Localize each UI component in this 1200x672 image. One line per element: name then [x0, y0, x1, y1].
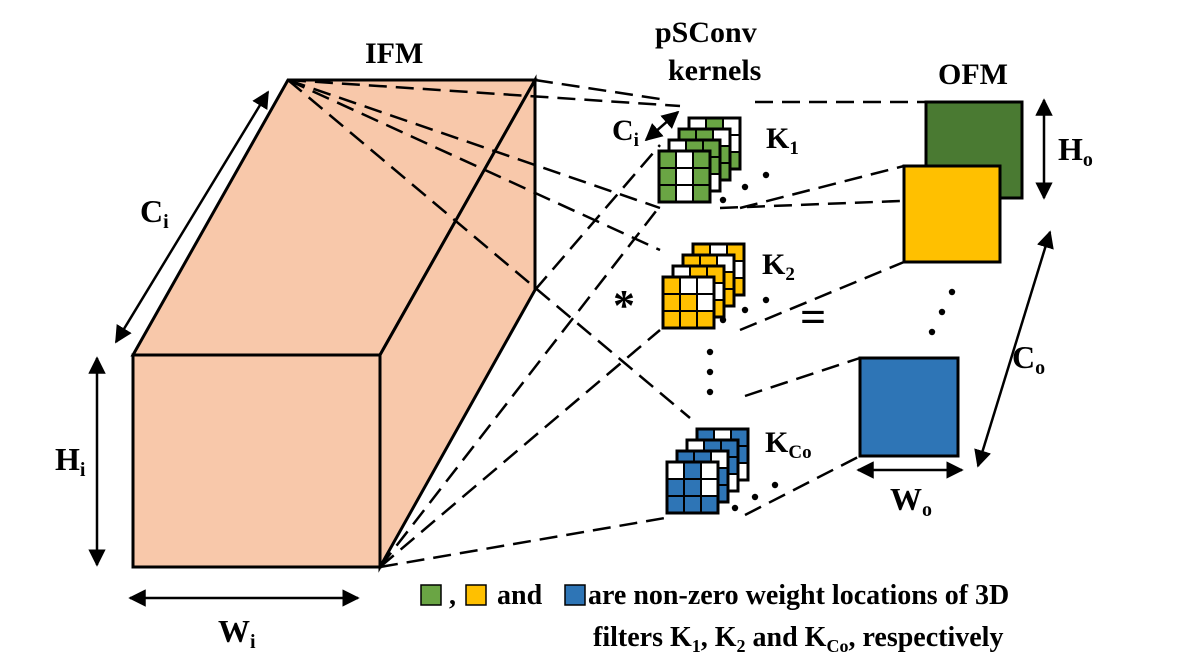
kernel-cell [683, 478, 702, 497]
ofm-yellow-map [902, 164, 1002, 264]
kernel-k1-label: K1 [766, 122, 799, 159]
ifm-ci-label: Ci [140, 193, 169, 233]
kernel-cell [683, 461, 702, 480]
ifm-ci-arrow [114, 90, 270, 344]
kernel-cell [700, 495, 719, 514]
kernel-cell [692, 150, 711, 169]
kernel-cell [666, 461, 685, 480]
kernel-cell [692, 184, 711, 203]
ofm-dots [928, 288, 956, 336]
kernels-title-line2: kernels [668, 54, 761, 87]
ofm-ho-label: Ho [1058, 131, 1093, 171]
kernel-cell [696, 276, 715, 295]
kernel-slice-border [657, 149, 712, 204]
kernel-cell [679, 276, 698, 295]
kernel-cell [696, 293, 715, 312]
ofm-title: OFM [938, 58, 1008, 91]
kernel-cell [662, 276, 681, 295]
ofm-co-label: Co [1012, 339, 1045, 379]
kernel-cell [662, 310, 681, 329]
ifm-rays [287, 78, 691, 569]
legend-line1: are non-zero weight locations of 3D [588, 580, 1009, 611]
legend: , and are non-zero weight locations of 3… [420, 580, 1009, 656]
kernel-slice-border [665, 460, 720, 515]
legend-green-swatch [420, 584, 442, 606]
kernel-cell [662, 293, 681, 312]
legend-line2: filters K1, K2 and KCo, respectively [593, 622, 1003, 656]
ofm-co-arrow [974, 230, 1054, 468]
kernels-title-line1: pSConv [655, 16, 757, 49]
convolution-operator: * [613, 281, 635, 330]
equals-sign: = [800, 291, 826, 342]
kernel-cell [683, 495, 702, 514]
ofm-blue-map [858, 356, 960, 458]
kernel-cell [700, 478, 719, 497]
kernel-kco-label: KCo [765, 426, 812, 463]
kernel-k2-label: K2 [762, 248, 795, 285]
legend-sep-comma: , [449, 580, 456, 611]
kernel-cell [666, 478, 685, 497]
kernel-cell [696, 310, 715, 329]
ifm-hi-label: Hi [55, 441, 86, 481]
kernel-cell [675, 150, 694, 169]
kernel-ofm-rays [719, 100, 927, 517]
kernel-slice-border [661, 275, 716, 330]
kernel-dots [706, 171, 779, 512]
kernel-ci-arrow [644, 110, 680, 142]
kernel-ci-label: Ci [612, 114, 639, 151]
kernel-cell [679, 293, 698, 312]
legend-blue-swatch [564, 584, 586, 606]
kernel-cell [692, 167, 711, 186]
kernel-cell [666, 495, 685, 514]
legend-yellow-swatch [465, 584, 487, 606]
ifm-front-face [131, 353, 382, 569]
ifm-cuboid [130, 74, 538, 573]
kernel-cell [675, 184, 694, 203]
ifm-title: IFM [365, 37, 423, 70]
kernel-cell [658, 184, 677, 203]
kernel-cell [658, 167, 677, 186]
kernel-cell [658, 150, 677, 169]
kernel-k1-stack [657, 116, 742, 204]
kernel-cell [700, 461, 719, 480]
kernel-k2-stack [661, 242, 746, 330]
kernel-cell [675, 167, 694, 186]
legend-sep-and: and [497, 580, 543, 611]
kernel-cell [679, 310, 698, 329]
ofm-wo-label: Wo [890, 481, 932, 521]
kernel-kco-stack [665, 427, 750, 515]
ifm-wi-label: Wi [218, 613, 256, 653]
